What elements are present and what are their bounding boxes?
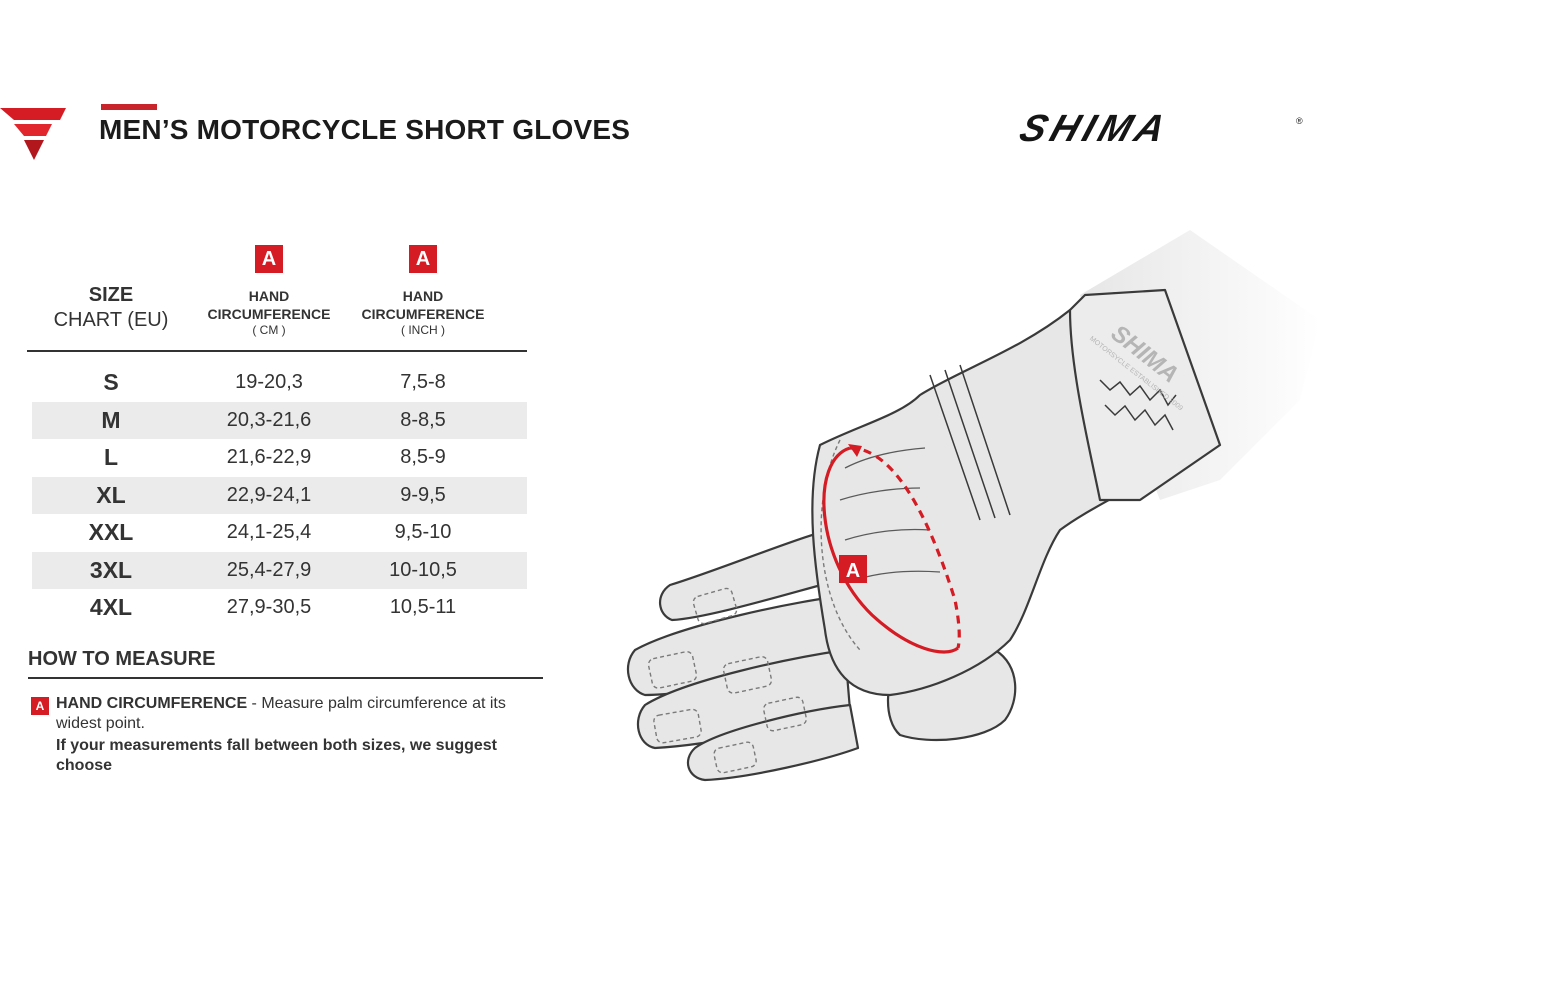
how-to-measure-title: HOW TO MEASURE [28, 648, 216, 670]
cm-cell: 22,9-24,1 [226, 483, 312, 506]
cm-cell: 24,1-25,4 [226, 521, 312, 543]
size-cell: M [101, 406, 121, 433]
table-row: XXL 24,1-25,4 9,5-10 [27, 514, 527, 552]
measure-description: - Measure palm circumference at its wide… [56, 695, 506, 732]
size-cell: 3XL [89, 556, 133, 583]
glove-finger-index [659, 523, 852, 622]
cm-cell: 19-20,3 [235, 371, 303, 393]
inch-cell: 7,5-8 [400, 371, 446, 393]
inch-cell: 9-9,5 [400, 483, 446, 506]
measurement-badge-box [839, 555, 867, 583]
size-cell: 4XL [89, 594, 133, 620]
inch-cell: 10-10,5 [389, 558, 457, 581]
table-row: M 20,3-21,6 8-8,5 [27, 401, 527, 440]
measurement-badge: A [846, 560, 860, 582]
glove-cuff [1068, 288, 1222, 502]
size-cell: L [103, 444, 119, 470]
size-cell: S [103, 369, 119, 395]
table-body: S 19-20,3 7,5-8 M 20,3-21,6 8-8,5 L 21,6… [27, 364, 527, 627]
table-row: 4XL 27,9-30,5 10,5-11 [27, 589, 527, 627]
measure-badge: A [31, 697, 49, 715]
glove-illustration: SHIMA MOTORSYCLE ESTABLISHED 2009 A [626, 230, 1320, 782]
brand-mark-icon [0, 108, 66, 160]
table-row: L 21,6-22,9 8,5-9 [27, 439, 527, 477]
registered-mark: ® [1296, 116, 1303, 126]
size-cell: XXL [88, 519, 134, 545]
table-row: 3XL 25,4-27,9 10-10,5 [27, 551, 527, 590]
inch-cell: 10,5-11 [389, 596, 457, 618]
logo-wordmark: SHIMA [1014, 108, 1176, 150]
glove-finger-little [686, 703, 860, 782]
page-title: MEN’S MOTORCYCLE SHORT GLOVES [99, 114, 631, 145]
size-column-header: SIZE CHART (EU) [53, 284, 169, 331]
inch-cell: 9,5-10 [394, 521, 452, 543]
inch-cell: 8-8,5 [400, 408, 446, 431]
measure-badge-inch: A [409, 245, 437, 273]
cm-cell: 21,6-22,9 [226, 446, 312, 468]
measure-badge-cm: A [255, 245, 283, 273]
measurement-loop [822, 444, 961, 654]
measure-note: If your measurements fall between both s… [56, 737, 498, 774]
cm-column-header: HAND CIRCUMFERENCE ( CM ) [207, 288, 331, 337]
size-cell: XL [96, 481, 126, 508]
how-to-measure-rule [28, 677, 543, 679]
title-accent-rule [101, 104, 157, 110]
shima-logo: SHIMA ® [1010, 108, 1310, 156]
inch-column-header: HAND CIRCUMFERENCE ( INCH ) [361, 288, 485, 337]
inch-cell: 8,5-9 [400, 446, 446, 468]
cm-cell: 20,3-21,6 [226, 408, 312, 431]
measure-label: HAND CIRCUMFERENCE [56, 695, 248, 712]
cm-cell: 27,9-30,5 [226, 596, 312, 618]
cm-cell: 25,4-27,9 [226, 558, 312, 581]
table-row: XL 22,9-24,1 9-9,5 [27, 476, 527, 515]
table-row: S 19-20,3 7,5-8 [27, 364, 527, 402]
table-header-rule [27, 350, 527, 352]
